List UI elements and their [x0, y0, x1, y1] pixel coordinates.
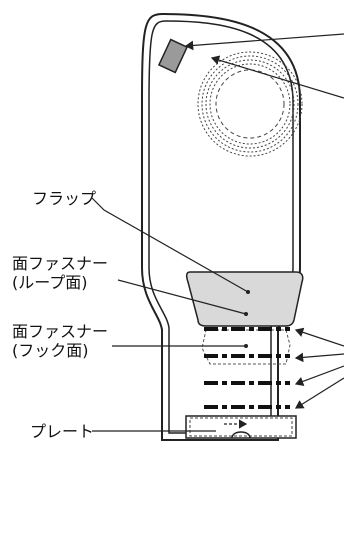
leader-lines — [91, 33, 344, 432]
label-flap: フラップ — [32, 189, 97, 208]
plate — [185, 415, 297, 439]
top-tab — [157, 38, 189, 74]
pouch-inner-outline — [148, 20, 294, 434]
label-hook-fastener: 面ファスナー (フック面) — [12, 322, 109, 360]
label-loop-fastener: 面ファスナー (ループ面) — [12, 254, 109, 292]
flap — [185, 271, 304, 327]
label-plate: プレート — [30, 422, 95, 441]
stoma-rings — [197, 51, 303, 157]
